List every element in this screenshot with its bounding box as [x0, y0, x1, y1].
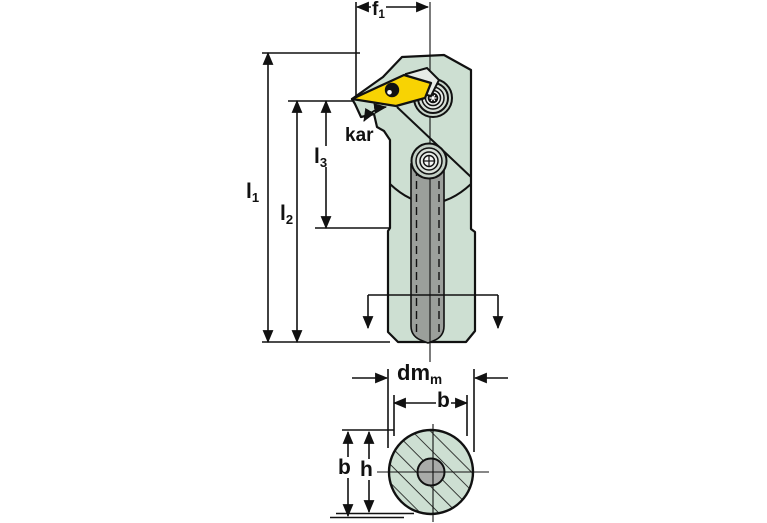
dim-label-f1: f1	[371, 0, 386, 22]
dim-label-b-shank: b	[337, 456, 352, 479]
dim-label-b-width: b	[436, 389, 451, 412]
clamp-screw-lower	[410, 142, 448, 180]
dim-label-l2: l2	[279, 202, 295, 227]
kar-angle-arrow	[363, 103, 388, 122]
dim-label-dm-m: dmm	[396, 360, 444, 387]
insert-hole	[384, 82, 400, 98]
dim-label-l3: l3	[313, 145, 329, 170]
dim-label-kar: kar	[344, 125, 375, 146]
insert-hole-highlight	[387, 90, 392, 95]
side-view	[350, 2, 477, 364]
cross-section-view	[377, 424, 489, 522]
dim-label-l1: l1	[245, 180, 261, 205]
dim-label-h-shank: h	[359, 458, 374, 481]
head-diagonal-line	[396, 106, 472, 178]
